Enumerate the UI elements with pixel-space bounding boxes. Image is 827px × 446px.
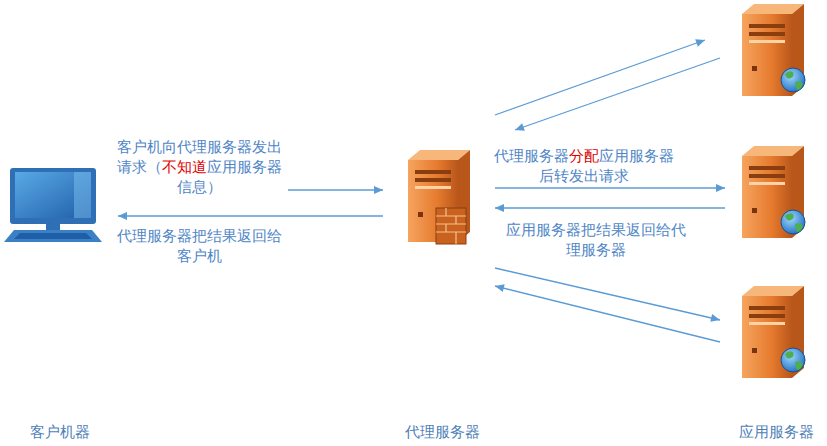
connector-arrow: [515, 58, 720, 131]
app-server: [730, 144, 822, 240]
app-server-icon: [742, 4, 805, 96]
connector-line: [495, 286, 720, 342]
arrow-head: [710, 314, 720, 322]
app-server: [730, 2, 822, 98]
arrow-head: [495, 284, 505, 292]
arrow-head: [118, 212, 127, 220]
computer-icon: [4, 168, 102, 242]
connector-line: [495, 207, 725, 208]
connector-arrow: [495, 204, 725, 212]
connector-line: [495, 40, 705, 115]
edge-label: 应用服务器把结果返回给代理服务器: [506, 220, 686, 260]
node-label: 代理服务器: [405, 422, 480, 442]
connector-arrow: [495, 39, 705, 115]
app-server: 应用服务器: [730, 284, 822, 442]
arrow-head: [695, 39, 705, 47]
node-label: 客户机器: [30, 422, 90, 442]
arrow-head: [716, 184, 725, 192]
connector-line: [495, 187, 725, 188]
connector-line: [118, 215, 383, 216]
connector-arrow: [495, 284, 720, 342]
proxy-server-icon: [408, 150, 470, 244]
node-label: 应用服务器: [739, 422, 814, 442]
arrow-head: [374, 186, 383, 194]
client-machine: 客户机器: [5, 160, 115, 442]
proxy-server: 代理服务器: [395, 150, 490, 442]
arrow-head: [495, 204, 504, 212]
connector-arrow: [118, 212, 383, 220]
connector-line: [515, 58, 720, 130]
edge-label: 代理服务器把结果返回给客户机: [110, 226, 288, 266]
edge-label: 代理服务器分配应用服务器后转发出请求: [494, 146, 674, 186]
arrow-head: [515, 123, 525, 131]
app-server-icon: [742, 146, 805, 238]
app-server-icon: [742, 286, 805, 378]
edge-label: 客户机向代理服务器发出请求（不知道应用服务器信息）: [110, 137, 288, 197]
